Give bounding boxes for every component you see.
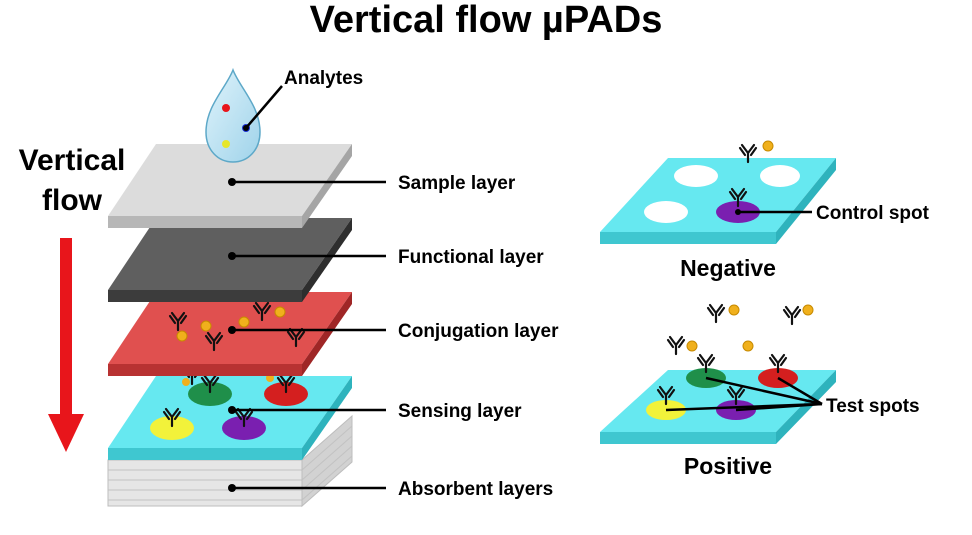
functional-layer <box>108 218 352 302</box>
control-spot-label: Control spot <box>816 203 930 224</box>
functional-layer-label: Functional layer <box>398 247 544 268</box>
vertical-flow-label-line2: flow <box>42 184 103 217</box>
test-spot-leaders <box>665 376 823 412</box>
absorbent-layers-label: Absorbent layers <box>398 479 553 500</box>
positive-panel <box>600 303 836 444</box>
sample-layer-label: Sample layer <box>398 173 516 194</box>
sensing-spot-red <box>264 382 308 406</box>
sensing-spot-yellow <box>150 416 194 440</box>
vertical-flow-arrow <box>48 238 84 452</box>
sensing-layer-label: Sensing layer <box>398 401 522 422</box>
negative-caption: Negative <box>680 255 776 281</box>
layer-leaders <box>232 180 386 490</box>
absorbent-layers <box>107 414 353 508</box>
analytes-label: Analytes <box>284 68 363 89</box>
analyte-droplet <box>205 67 261 163</box>
positive-caption: Positive <box>684 453 772 479</box>
conjugation-layer-label: Conjugation layer <box>398 321 559 342</box>
sensing-spot-green <box>188 382 232 406</box>
negative-panel <box>600 140 836 244</box>
conjugation-layer <box>108 292 352 376</box>
diagram-title: Vertical flow µPADs <box>310 0 663 41</box>
vertical-flow-label-line1: Vertical <box>19 144 126 177</box>
sensing-spot-purple <box>222 416 266 440</box>
test-spots-label: Test spots <box>826 396 920 417</box>
